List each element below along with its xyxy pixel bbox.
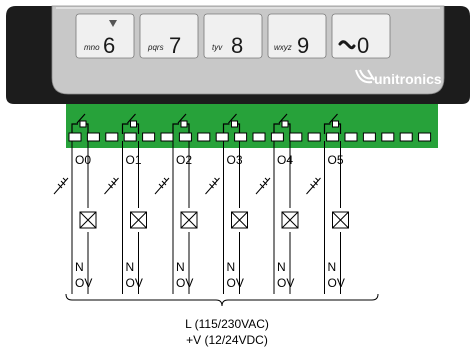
load-box-icon (130, 211, 147, 229)
key-6[interactable]: mno 6 (75, 13, 135, 59)
load-box-icon (180, 211, 198, 229)
output-channels: O0N OV O1N OV O2N OV O3N OV O4N OV O5N OV (53, 141, 349, 294)
neutral-label: N (328, 260, 337, 274)
key-letters: pqrs (147, 43, 164, 52)
key-digit: 0 (357, 33, 369, 58)
terminal-screw (68, 132, 82, 142)
output-label: O4 (277, 153, 293, 167)
terminal-screw (252, 132, 266, 142)
unitronics-wing-logo-icon (355, 69, 375, 84)
key-9[interactable]: wxyz 9 (267, 13, 327, 59)
terminal-screw (160, 132, 174, 142)
output-label: O5 (328, 153, 344, 167)
neutral-label: N (277, 260, 286, 274)
plc-unit: mno 6 pqrs 7 tyv 8 wxyz 9 0 (6, 5, 470, 104)
fuse-icon (104, 177, 119, 195)
fuse-icon (306, 177, 321, 195)
key-letters: wxyz (274, 43, 292, 52)
ov-label: OV (227, 276, 244, 290)
ov-label: OV (176, 276, 193, 290)
key-digit: 7 (169, 33, 181, 58)
relay-contacts (71, 113, 342, 134)
key-8[interactable]: tyv 8 (203, 13, 263, 59)
key-7[interactable]: pqrs 7 (139, 13, 199, 59)
output-label: O0 (75, 153, 91, 167)
terminal-screw (178, 132, 192, 142)
arrow-down-icon (109, 20, 117, 27)
neutral-label: N (126, 260, 135, 274)
fuse-icon (205, 177, 220, 195)
terminal-screw (326, 132, 340, 142)
ov-label: OV (126, 276, 143, 290)
fuse-icon (154, 177, 170, 195)
output-channel-o5: O5N OV (306, 141, 349, 294)
terminal-block (66, 104, 438, 148)
key-letters: tyv (212, 43, 223, 52)
supply-bracket (65, 293, 379, 307)
output-channel-o1: O1N OV (104, 141, 147, 294)
output-channel-o2: O2N OV (154, 141, 198, 294)
output-channel-o4: O4N OV (255, 141, 299, 294)
fuse-icon (255, 177, 271, 195)
terminal-screw (123, 132, 137, 142)
relay-contact-icon (71, 113, 89, 134)
fuse-icon (53, 177, 69, 195)
relay-contact-icon (273, 113, 291, 134)
output-label: O1 (126, 153, 142, 167)
terminal-screws (68, 132, 432, 142)
key-0[interactable]: 0 (331, 13, 391, 59)
ov-label: OV (328, 276, 345, 290)
brand-name: unitronics (374, 71, 442, 87)
key-letters: mno (84, 43, 100, 52)
terminal-screw (270, 132, 284, 142)
relay-contact-icon (222, 113, 241, 134)
relay-contact-icon (172, 113, 190, 134)
output-channel-o0: O0N OV (53, 141, 97, 294)
ov-label: OV (277, 276, 294, 290)
output-channel-o3: O3N OV (205, 141, 248, 294)
terminal-screw (234, 132, 248, 142)
terminal-screw (381, 132, 395, 142)
supply-line-dc: +V (12/24VDC) (186, 333, 268, 347)
relay-contact-icon (323, 113, 342, 134)
key-digit: 9 (297, 33, 309, 58)
terminal-screw (362, 132, 376, 142)
output-label: O3 (227, 153, 243, 167)
load-box-icon (281, 211, 299, 229)
brand-logo: unitronics (355, 69, 442, 87)
terminal-screw (418, 132, 432, 142)
space-dash-icon (338, 40, 356, 50)
neutral-label: N (227, 260, 236, 274)
output-label: O2 (176, 153, 192, 167)
load-box-icon (79, 211, 97, 229)
load-box-icon (332, 211, 349, 229)
keypad: mno 6 pqrs 7 tyv 8 wxyz 9 0 (75, 13, 391, 59)
neutral-label: N (176, 260, 185, 274)
terminal-screw (289, 132, 303, 142)
terminal-screw (307, 132, 321, 142)
terminal-screw (215, 132, 229, 142)
terminal-screw (142, 132, 156, 142)
relay-contact-icon (121, 113, 140, 134)
load-box-icon (231, 211, 248, 229)
terminal-screw (86, 132, 100, 142)
terminal-screw (399, 132, 413, 142)
supply-line-ac: L (115/230VAC) (185, 317, 269, 331)
key-digit: 8 (231, 33, 243, 58)
terminal-screw (105, 132, 119, 142)
terminal-screw (197, 132, 211, 142)
neutral-label: N (75, 260, 84, 274)
terminal-screw (344, 132, 358, 142)
ov-label: OV (75, 276, 92, 290)
key-digit: 6 (103, 33, 115, 58)
